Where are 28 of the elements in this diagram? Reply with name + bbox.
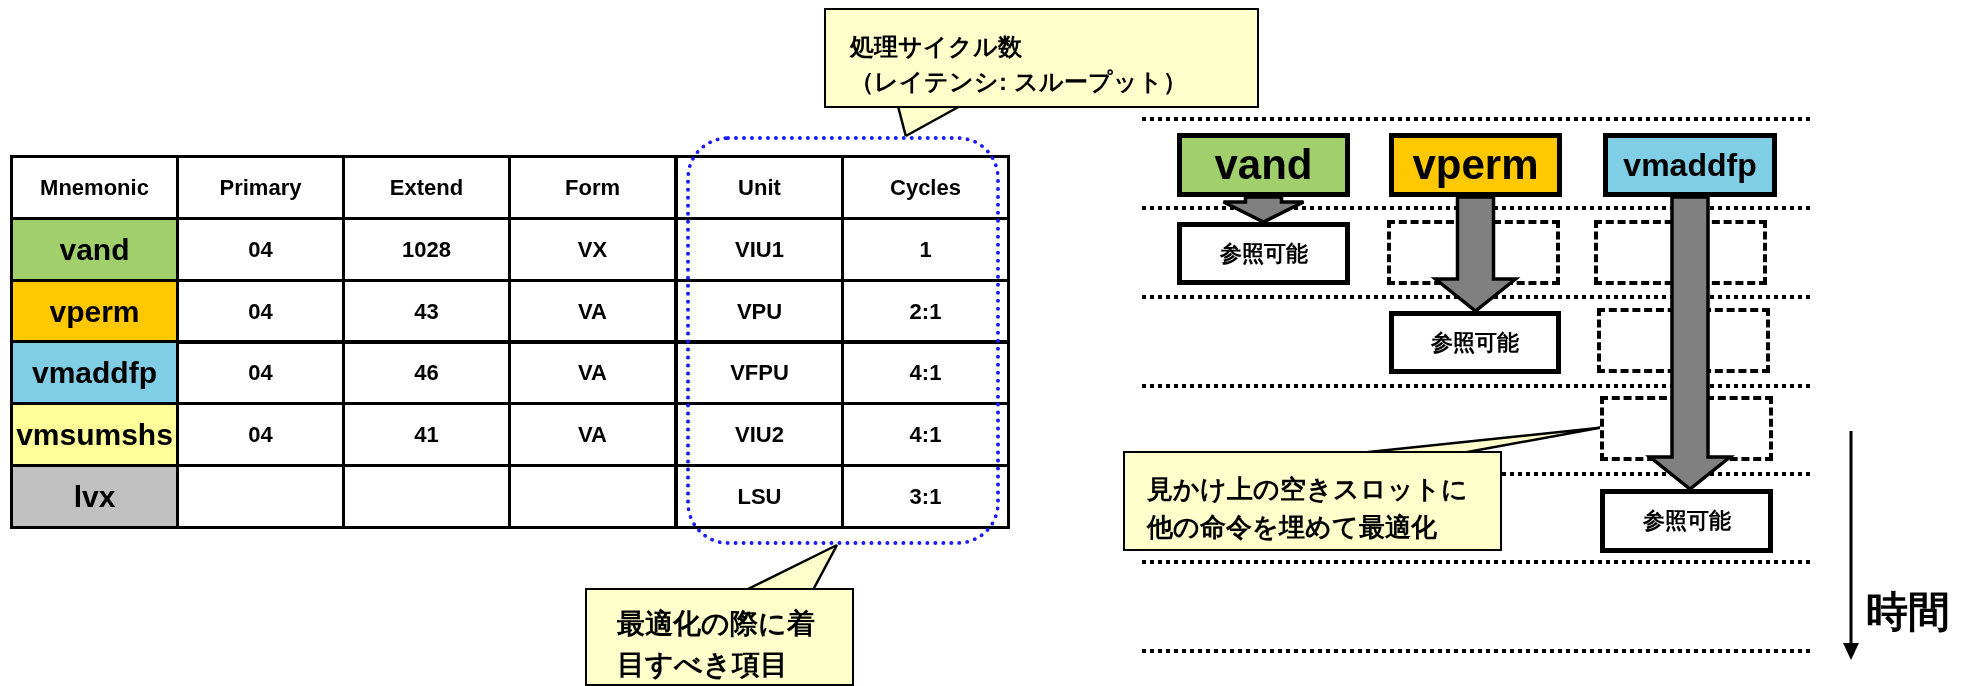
dotted-outline — [686, 136, 1000, 545]
instruction-box: vmaddfp — [1603, 133, 1777, 197]
block-arrow — [1645, 195, 1735, 492]
table-cell: VFPU — [675, 340, 844, 405]
table-cell: 4:1 — [841, 340, 1010, 405]
block-arrow — [1430, 195, 1521, 314]
block-arrow — [1221, 195, 1306, 224]
table-header-cell: Cycles — [841, 155, 1010, 220]
table-cell: VPU — [675, 279, 844, 344]
result-box: 参照可能 — [1389, 311, 1561, 374]
table-header-cell: Unit — [675, 155, 844, 220]
result-box: 参照可能 — [1600, 489, 1773, 553]
table-cell: vand — [10, 217, 179, 282]
callout-heading: 処理サイクル数 — [850, 32, 1023, 62]
table-cell: vmaddfp — [10, 340, 179, 405]
table-cell: VA — [508, 279, 677, 344]
instruction-box: vand — [1177, 133, 1350, 197]
time-label: 時間 — [1866, 587, 1950, 637]
instruction-box: vperm — [1389, 133, 1562, 197]
table-cell: 2:1 — [841, 279, 1010, 344]
table-cell: vmsumshs — [10, 402, 179, 467]
callout-text: （レイテンシ: スループット） — [850, 66, 1188, 97]
table-cell: 3:1 — [841, 464, 1010, 529]
table-cell: lvx — [10, 464, 179, 529]
result-box: 参照可能 — [1177, 222, 1350, 285]
table-cell: VA — [508, 340, 677, 405]
table-header-cell: Form — [508, 155, 677, 220]
table-cell: LSU — [675, 464, 844, 529]
